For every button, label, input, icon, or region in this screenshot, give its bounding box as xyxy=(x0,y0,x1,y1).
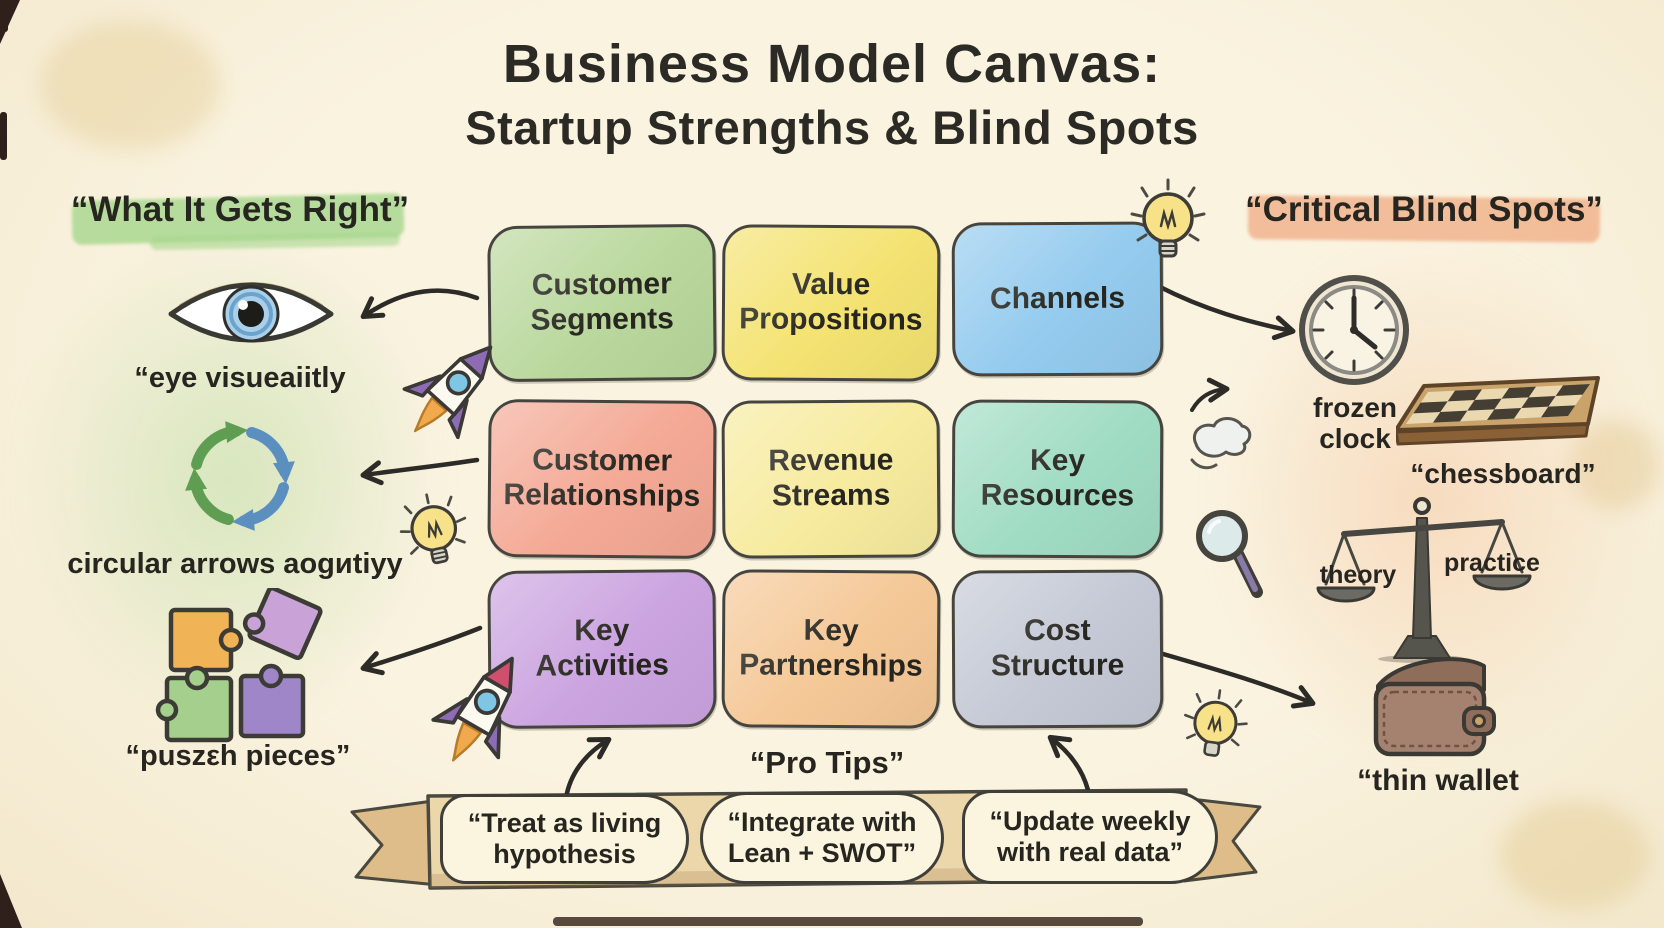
pro-tips-heading: “Pro Tips” xyxy=(749,745,905,780)
eye-icon xyxy=(168,282,334,343)
cell-label: Key Partnerships xyxy=(739,614,923,683)
eye-label: “eye visueaiitly xyxy=(134,362,346,394)
green-highlight-streak xyxy=(149,231,401,251)
canvas-cell-cost-structure: Cost Structure xyxy=(951,569,1164,729)
lightbulb-icon xyxy=(1184,689,1248,757)
paper-stain xyxy=(40,20,220,150)
balance-scale-icon xyxy=(1316,497,1532,663)
scan-edge-mark xyxy=(553,917,1143,926)
canvas-cell-key-resources: Key Resources xyxy=(951,399,1164,559)
canvas-cell-value-propositions: Value Propositions xyxy=(721,224,941,382)
canvas-cell-customer-relationships: Customer Relationships xyxy=(487,399,717,559)
right-section-heading: “Critical Blind Spots” xyxy=(1245,190,1603,229)
circular-arrows-label: circular arrows aogиtiyy xyxy=(67,548,403,580)
paper-stain xyxy=(1500,800,1650,910)
tip3-tail-arrow xyxy=(1047,734,1091,793)
lightbulb-icon xyxy=(1130,178,1206,258)
wallet-label: “thin wallet xyxy=(1357,764,1519,797)
scan-edge-mark xyxy=(0,112,7,160)
cell-label: Customer Segments xyxy=(530,267,675,337)
pro-tip-text: “Integrate with Lean + SWOT” xyxy=(727,806,917,868)
rocket-icon xyxy=(431,656,514,762)
cell-label: Key Resources xyxy=(980,444,1135,513)
scale-theory-label: theory xyxy=(1319,561,1397,589)
pro-tip-bubble: “Update weekly with real data” xyxy=(962,790,1218,884)
puzzle-pieces-icon xyxy=(155,588,323,743)
scan-edge-mark xyxy=(0,874,22,928)
circular-arrows-icon xyxy=(185,421,295,531)
clock-label: frozen clock xyxy=(1313,392,1397,455)
canvas-cell-key-partnerships: Key Partnerships xyxy=(721,569,941,729)
cell-label: Revenue Streams xyxy=(768,443,894,513)
pro-tip-text: “Update weekly with real data” xyxy=(989,805,1191,867)
chessboard-label: “chessboard” xyxy=(1410,458,1596,489)
cell-label: Cost Structure xyxy=(990,614,1125,683)
magnifier-icon xyxy=(1196,510,1263,598)
lightbulb-icon xyxy=(399,493,467,565)
page-subtitle: Startup Strengths & Blind Spots xyxy=(465,101,1199,154)
cell-label: Channels xyxy=(989,281,1126,315)
left-section-heading: “What It Gets Right” xyxy=(70,190,410,229)
canvas-cell-customer-segments: Customer Segments xyxy=(487,223,717,383)
cell-label: Value Propositions xyxy=(739,267,923,337)
wallet-icon xyxy=(1373,657,1496,757)
clock-icon xyxy=(1299,275,1409,385)
pro-tip-text: “Treat as living hypothesis xyxy=(467,807,662,869)
cell-label: Customer Relationships xyxy=(503,443,701,513)
rocket-icon xyxy=(402,345,493,440)
canvas-cell-revenue-streams: Revenue Streams xyxy=(721,399,941,559)
scale-practice-label: practice xyxy=(1444,549,1540,577)
chessboard-icon xyxy=(1396,376,1600,446)
page-title: Business Model Canvas: xyxy=(502,34,1162,94)
small-curl-arrow xyxy=(1190,377,1230,412)
puzzle-label: “puszεh pieces” xyxy=(125,740,351,772)
pro-tip-bubble: “Treat as living hypothesis xyxy=(440,794,689,884)
pro-tip-bubble: “Integrate with Lean + SWOT” xyxy=(700,792,944,884)
scan-edge-mark xyxy=(0,6,8,32)
wind-puff-icon xyxy=(1190,417,1252,470)
tip1-tail-arrow xyxy=(563,736,612,801)
